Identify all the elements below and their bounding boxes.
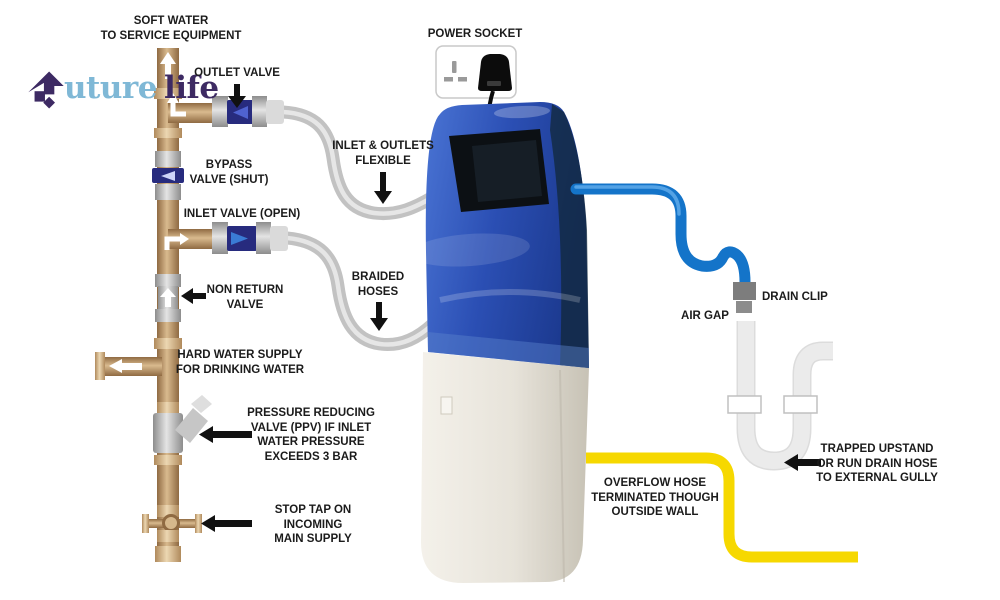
trapped-upstand [727, 321, 833, 471]
label-trapped-upstand: TRAPPED UPSTAND OR RUN DRAIN HOSE TO EXT… [816, 443, 938, 484]
copper-pipe-assembly [95, 48, 288, 562]
bypass-valve-assembly [152, 151, 184, 200]
braided-hose-pointer-arrow [370, 302, 388, 331]
flow-up-arrow [160, 52, 176, 79]
stop-tap [142, 505, 202, 542]
logo-word-life: life [163, 70, 219, 106]
trap-pointer-arrow [784, 454, 821, 471]
label-power-socket: POWER SOCKET [427, 28, 523, 40]
pressure-reducing-valve [153, 395, 212, 453]
outlet-flexible-hose [276, 105, 440, 221]
drain-hose [570, 183, 751, 288]
unit-body [421, 352, 589, 583]
label-pressure-reducing-valve: PRESSURE REDUCING VALVE (PPV) IF INLET W… [247, 407, 375, 463]
flow-elbow-right-arrow [164, 236, 180, 250]
label-hard-water-supply: HARD WATER SUPPLY FOR DRINKING WATER [175, 349, 305, 376]
label-non-return-valve: NON RETURN VALVE [206, 284, 284, 311]
upstand-connector [727, 395, 762, 414]
outlet-valve-pointer-arrow [228, 84, 246, 108]
label-bypass-valve: BYPASS VALVE (SHUT) [189, 159, 269, 186]
flow-elbow-up-arrow [170, 102, 186, 117]
label-outlet-valve: OUTLET VALVE [194, 67, 280, 79]
prv-pointer-arrow [199, 426, 252, 443]
non-return-pointer-arrow [181, 288, 206, 304]
upstand-connector [783, 395, 818, 414]
label-air-gap: AIR GAP [681, 310, 729, 322]
water-softener-unit [410, 102, 589, 583]
drain-clip-icon [733, 282, 756, 313]
logo-word-uture: uture [64, 70, 157, 106]
label-stop-tap: STOP TAP ON INCOMING MAIN SUPPLY [274, 504, 352, 545]
overflow-hose [586, 452, 858, 563]
label-drain-clip: DRAIN CLIP [762, 291, 828, 303]
inlet-flexible-hose [280, 231, 440, 352]
inlet-valve-assembly [164, 222, 288, 254]
label-soft-water: SOFT WATER TO SERVICE EQUIPMENT [100, 15, 242, 42]
outlet-valve-assembly [167, 93, 284, 127]
flexible-hose-pointer-arrow [374, 172, 392, 204]
hard-water-branch [95, 352, 162, 380]
label-inlet-valve: INLET VALVE (OPEN) [183, 208, 301, 220]
label-overflow-hose: OVERFLOW HOSE TERMINATED THOUGH OUTSIDE … [591, 477, 719, 518]
stop-tap-pointer-arrow [201, 515, 252, 532]
future-life-logo-icon [28, 71, 64, 109]
label-flexible-hoses: INLET & OUTLETS FLEXIBLE [332, 140, 434, 167]
non-return-valve [155, 274, 181, 322]
label-braided-hoses: BRAIDED HOSES [351, 271, 405, 298]
